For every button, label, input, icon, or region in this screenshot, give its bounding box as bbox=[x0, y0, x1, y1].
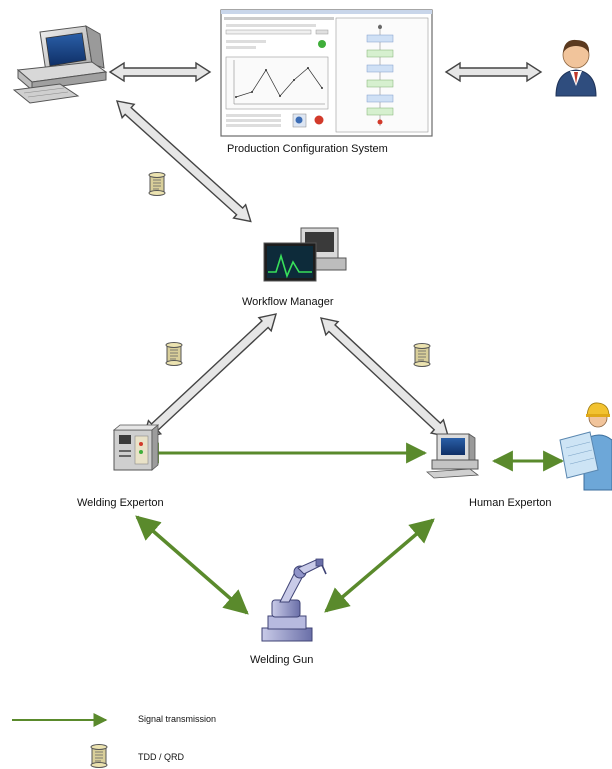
legend-doc-label: TDD / QRD bbox=[138, 752, 184, 762]
welding-gun-label: Welding Gun bbox=[250, 654, 314, 666]
scroll-icon bbox=[148, 172, 166, 196]
user-avatar-icon bbox=[555, 39, 597, 97]
data-arrow-desktop-workflow bbox=[115, 100, 252, 223]
signal-arrow-welding-gun bbox=[135, 515, 249, 615]
legend-signal-label: Signal transmission bbox=[138, 714, 217, 724]
welding-experton-label: Welding Experton bbox=[77, 497, 164, 509]
engineer-with-blueprint-icon bbox=[559, 402, 612, 491]
data-arrow-desktop-config bbox=[108, 61, 212, 83]
production-config-screenshot bbox=[220, 9, 433, 137]
welding-control-cabinet-icon bbox=[112, 424, 160, 471]
production-config-label: Production Configuration System bbox=[227, 143, 388, 155]
workflow-manager-icon bbox=[263, 227, 347, 282]
data-arrow-workflow-welding bbox=[142, 313, 277, 439]
desktop-computer-icon bbox=[12, 25, 108, 104]
data-arrow-config-user bbox=[444, 61, 543, 83]
scroll-icon bbox=[413, 343, 431, 367]
human-experton-computer-icon bbox=[425, 433, 480, 479]
legend-scroll-icon bbox=[90, 744, 108, 768]
signal-arrow-gun-human bbox=[324, 518, 435, 613]
scroll-icon bbox=[165, 342, 183, 366]
welding-robot-icon bbox=[261, 558, 327, 642]
workflow-manager-label: Workflow Manager bbox=[242, 296, 334, 308]
data-arrow-workflow-human bbox=[320, 317, 450, 438]
human-experton-label: Human Experton bbox=[469, 497, 552, 509]
